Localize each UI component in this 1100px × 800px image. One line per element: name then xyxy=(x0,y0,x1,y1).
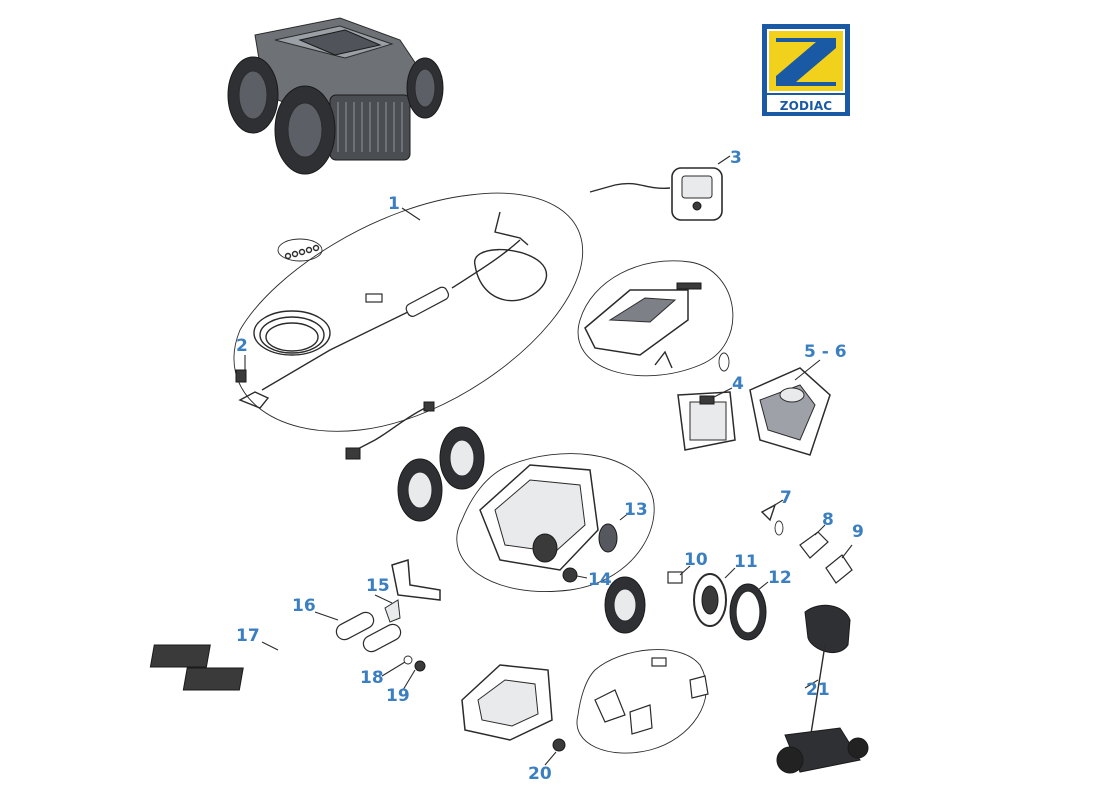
callout-17[interactable]: 17 xyxy=(236,626,260,646)
lower-chassis-icon xyxy=(461,649,709,754)
callout-9[interactable]: 9 xyxy=(852,522,864,542)
pool-robot-cleaner-icon xyxy=(227,17,444,175)
filter-frame-icon xyxy=(677,391,736,451)
callout-5-6[interactable]: 5 - 6 xyxy=(804,342,847,362)
callout-1[interactable]: 1 xyxy=(388,194,400,214)
callout-15[interactable]: 15 xyxy=(366,576,390,596)
callout-10[interactable]: 10 xyxy=(684,550,708,570)
zodiac-z-logo-icon xyxy=(762,24,850,116)
brand-name: ZODIAC xyxy=(779,99,833,113)
callout-4[interactable]: 4 xyxy=(732,374,744,394)
leader-lines xyxy=(244,155,853,766)
callout-8[interactable]: 8 xyxy=(822,510,834,530)
filter-basket-icon xyxy=(749,367,831,456)
handle-icon xyxy=(384,559,441,623)
callout-13[interactable]: 13 xyxy=(624,500,648,520)
small-clip-parts xyxy=(667,503,853,584)
callout-2[interactable]: 2 xyxy=(236,336,248,356)
callout-3[interactable]: 3 xyxy=(730,148,742,168)
brush-blade-icon xyxy=(149,644,244,691)
zodiac-logo: ZODIAC xyxy=(762,24,850,116)
tire-icon xyxy=(729,583,767,641)
callout-11[interactable]: 11 xyxy=(734,552,758,572)
callout-21[interactable]: 21 xyxy=(806,680,830,700)
callout-7[interactable]: 7 xyxy=(780,488,792,508)
control-box-icon xyxy=(589,167,723,221)
top-cover-icon xyxy=(577,260,734,377)
brush-roller-icon xyxy=(335,611,426,672)
caddy-trolley-icon xyxy=(776,604,869,774)
callout-16[interactable]: 16 xyxy=(292,596,316,616)
callout-14[interactable]: 14 xyxy=(588,570,612,590)
callout-20[interactable]: 20 xyxy=(528,764,552,784)
callout-19[interactable]: 19 xyxy=(386,686,410,706)
callout-18[interactable]: 18 xyxy=(360,668,384,688)
callout-12[interactable]: 12 xyxy=(768,568,792,588)
swivel-icon xyxy=(345,401,435,460)
power-cable-kit-icon xyxy=(233,192,584,432)
motor-block-chassis-icon xyxy=(456,453,655,592)
wheel-icon xyxy=(397,426,727,634)
